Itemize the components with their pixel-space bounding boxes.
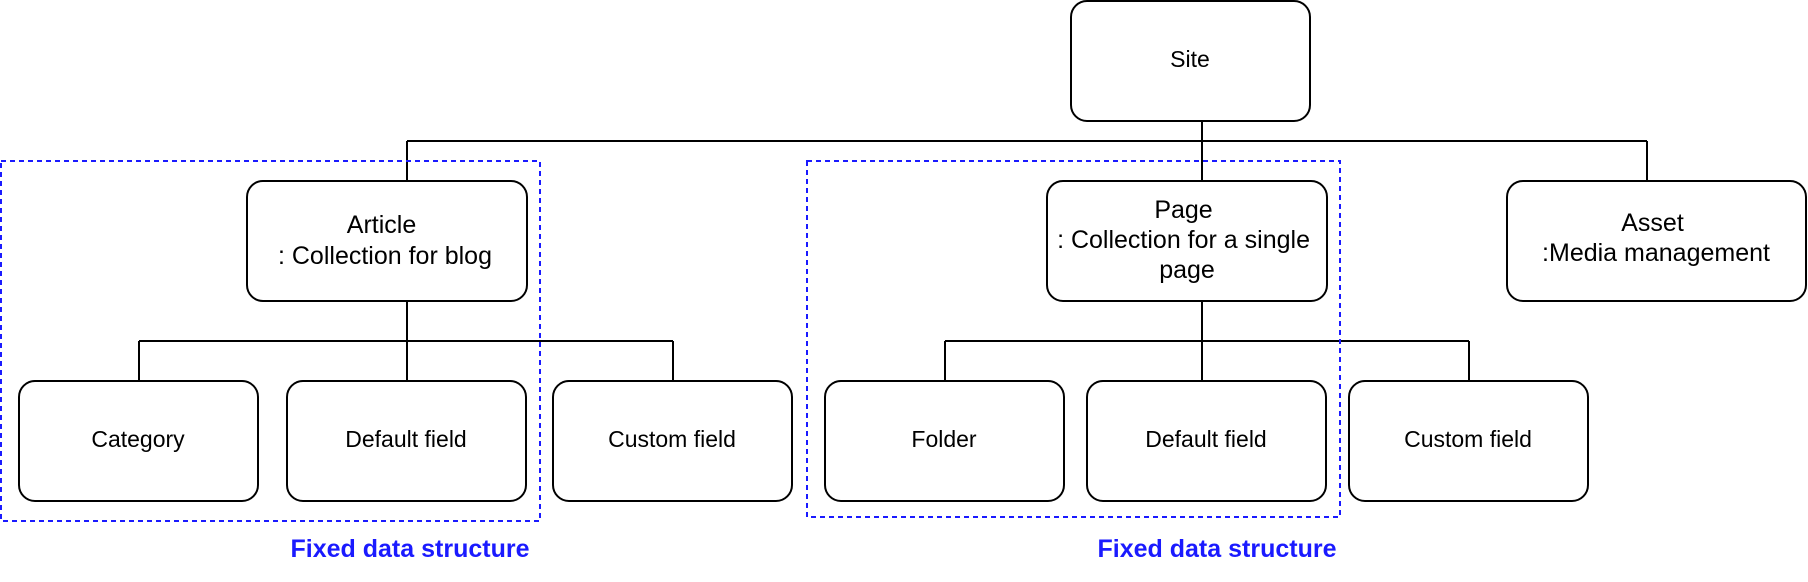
node-article-label-line-2: : Collection for blog (278, 242, 492, 270)
node-article-custom-field-label: Custom field (608, 426, 736, 452)
node-asset-label: Asset :Media management (1542, 209, 1770, 267)
node-article-box (246, 180, 528, 302)
node-page-label-line-1: Page (1154, 196, 1212, 224)
page-group-frame (806, 160, 1341, 518)
node-article-default-field-box (286, 380, 527, 502)
node-asset: Asset :Media management (1506, 180, 1807, 302)
node-folder: Folder (824, 380, 1065, 502)
node-page-label-line-2: : Collection for a single (1057, 226, 1310, 254)
node-folder-label: Folder (911, 426, 977, 452)
node-asset-label-line-1: Asset (1621, 209, 1684, 237)
node-article-custom-field-box (552, 380, 793, 502)
node-site: Site (1070, 0, 1311, 122)
connectors (138, 121, 1648, 381)
page-group-label: Fixed data structure (1098, 535, 1337, 563)
node-category-box (18, 380, 259, 502)
node-page-label: Page : Collection for a single page (1057, 196, 1317, 284)
node-folder-box (824, 380, 1065, 502)
node-page-custom-field-label: Custom field (1404, 426, 1532, 452)
node-article-label-line-1: Article (347, 211, 416, 239)
node-site-box (1070, 0, 1311, 122)
article-group-label: Fixed data structure (291, 535, 530, 563)
node-category-label: Category (91, 426, 185, 452)
node-page-default-field-box (1086, 380, 1327, 502)
node-asset-label-line-2: :Media management (1542, 239, 1770, 267)
node-page-default-field-label: Default field (1145, 426, 1266, 452)
node-page-custom-field-box (1348, 380, 1589, 502)
node-article-default-field: Default field (286, 380, 527, 502)
node-site-label: Site (1170, 46, 1210, 72)
node-page: Page : Collection for a single page (1046, 180, 1328, 302)
node-article-label: Article : Collection for blog (278, 211, 492, 270)
node-category: Category (18, 380, 259, 502)
node-asset-box (1506, 180, 1807, 302)
node-article: Article : Collection for blog (246, 180, 528, 302)
node-article-custom-field: Custom field (552, 380, 793, 502)
node-page-default-field: Default field (1086, 380, 1327, 502)
node-page-label-line-3: page (1159, 256, 1215, 284)
node-page-box (1046, 180, 1328, 302)
node-article-default-field-label: Default field (345, 426, 466, 452)
node-page-custom-field: Custom field (1348, 380, 1589, 502)
